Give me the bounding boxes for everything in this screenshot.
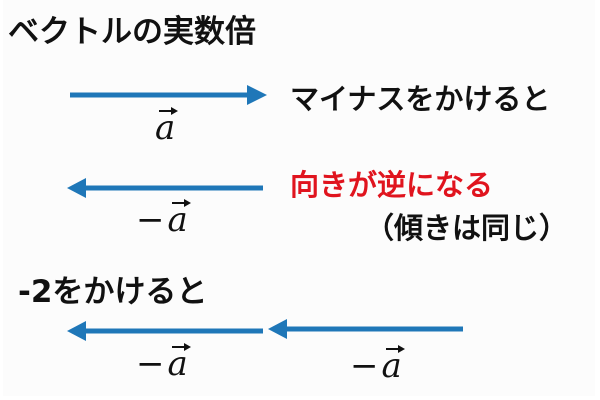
vector-a-symbol: a [155, 107, 179, 148]
slide-title: ベクトルの実数倍 [8, 14, 256, 50]
arrow-neg-a-left-2 [268, 319, 463, 339]
arrow-a-right [70, 85, 267, 105]
vector-label-a: a [152, 107, 179, 148]
annotation-multiply-minus-two: -2をかけると [18, 274, 208, 310]
vector-a-symbol: a [381, 345, 405, 386]
vector-label-neg-a-1: −a [136, 343, 191, 384]
vector-label-neg-a-2: −a [350, 345, 405, 386]
annotation-multiply-negative: マイナスをかけると [290, 82, 551, 116]
vector-label-neg-a: −a [136, 199, 191, 240]
vector-a-symbol: a [167, 199, 191, 240]
arrow-neg-a-left-1 [67, 321, 263, 341]
arrow-neg-a-left [67, 178, 263, 198]
annotation-slope-same: （傾きは同じ） [365, 211, 569, 245]
annotation-direction-reversed: 向きが逆になる [290, 168, 494, 202]
vector-a-symbol: a [167, 343, 191, 384]
